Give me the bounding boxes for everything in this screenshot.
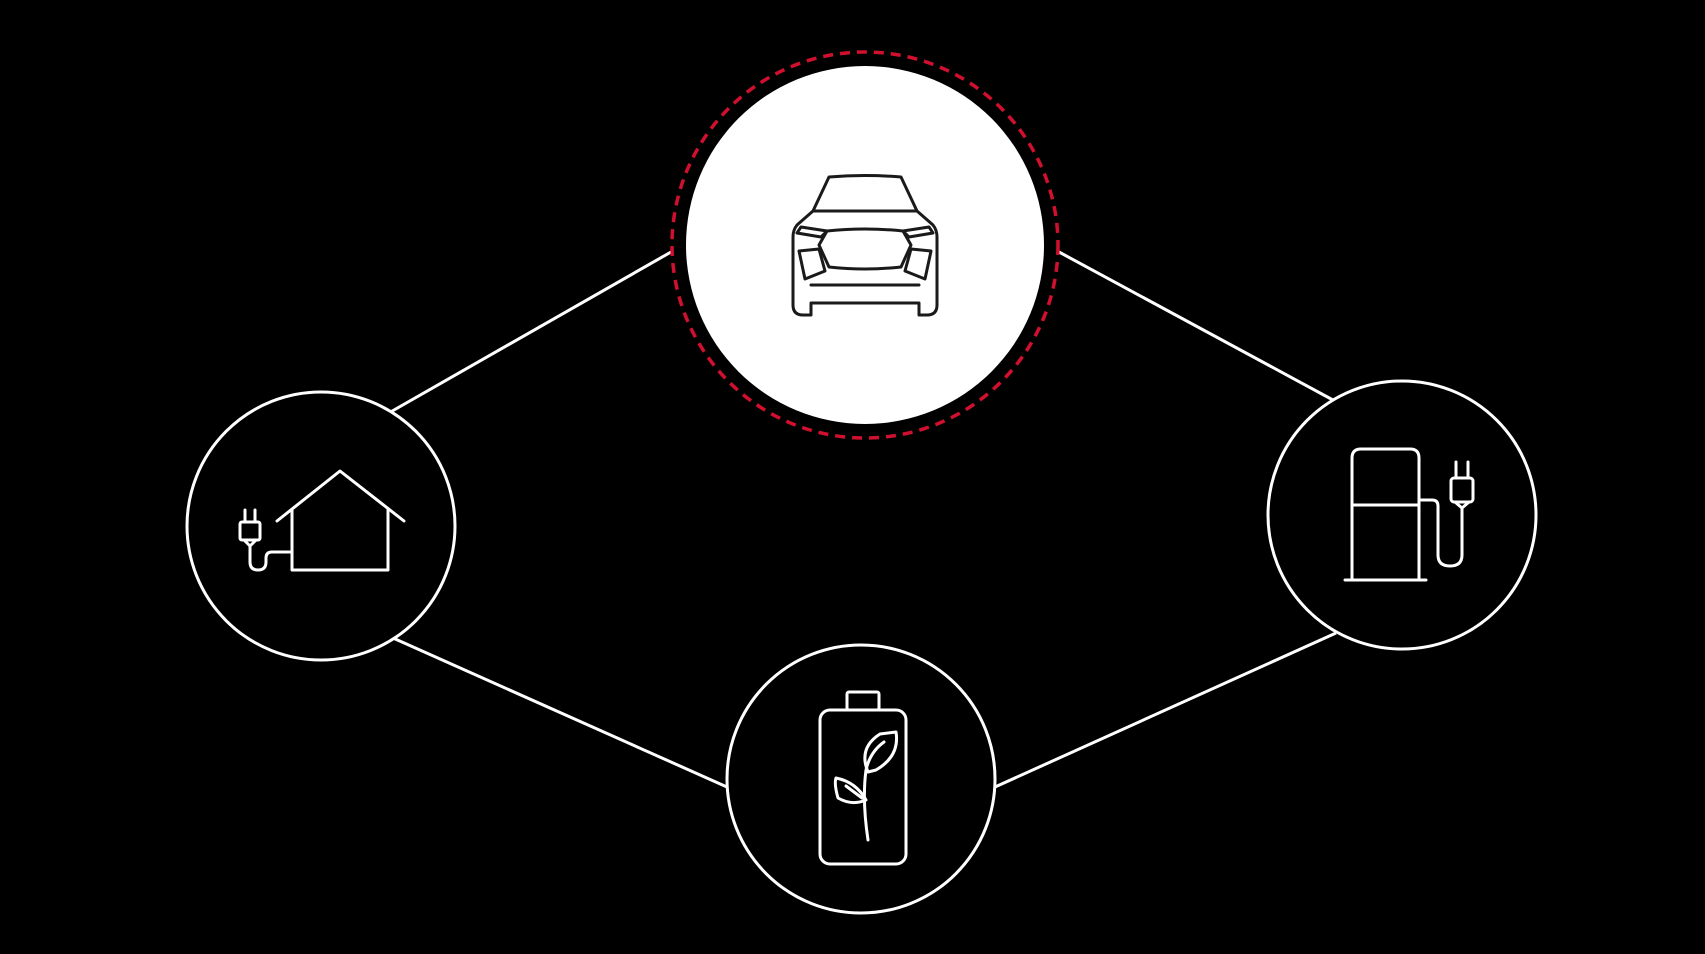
car-front-icon [791,174,939,317]
node-charging-station [1266,379,1538,651]
station-node-circle [1266,379,1538,651]
edge-home-battery [392,636,728,789]
edge-car-home [386,250,672,416]
home-node-circle [185,390,457,662]
node-green-battery [725,643,997,915]
battery-node-circle [725,643,997,915]
edge-car-station [1058,250,1334,402]
car-node-circle [686,66,1044,424]
battery-leaf-icon [818,690,908,866]
node-home-charging [185,390,457,662]
connections [386,250,1337,789]
edge-station-battery [994,631,1337,789]
car-highlight-ring [670,50,1060,440]
node-car [670,50,1060,440]
charging-station-icon [1343,447,1475,582]
house-plug-icon [238,469,406,572]
